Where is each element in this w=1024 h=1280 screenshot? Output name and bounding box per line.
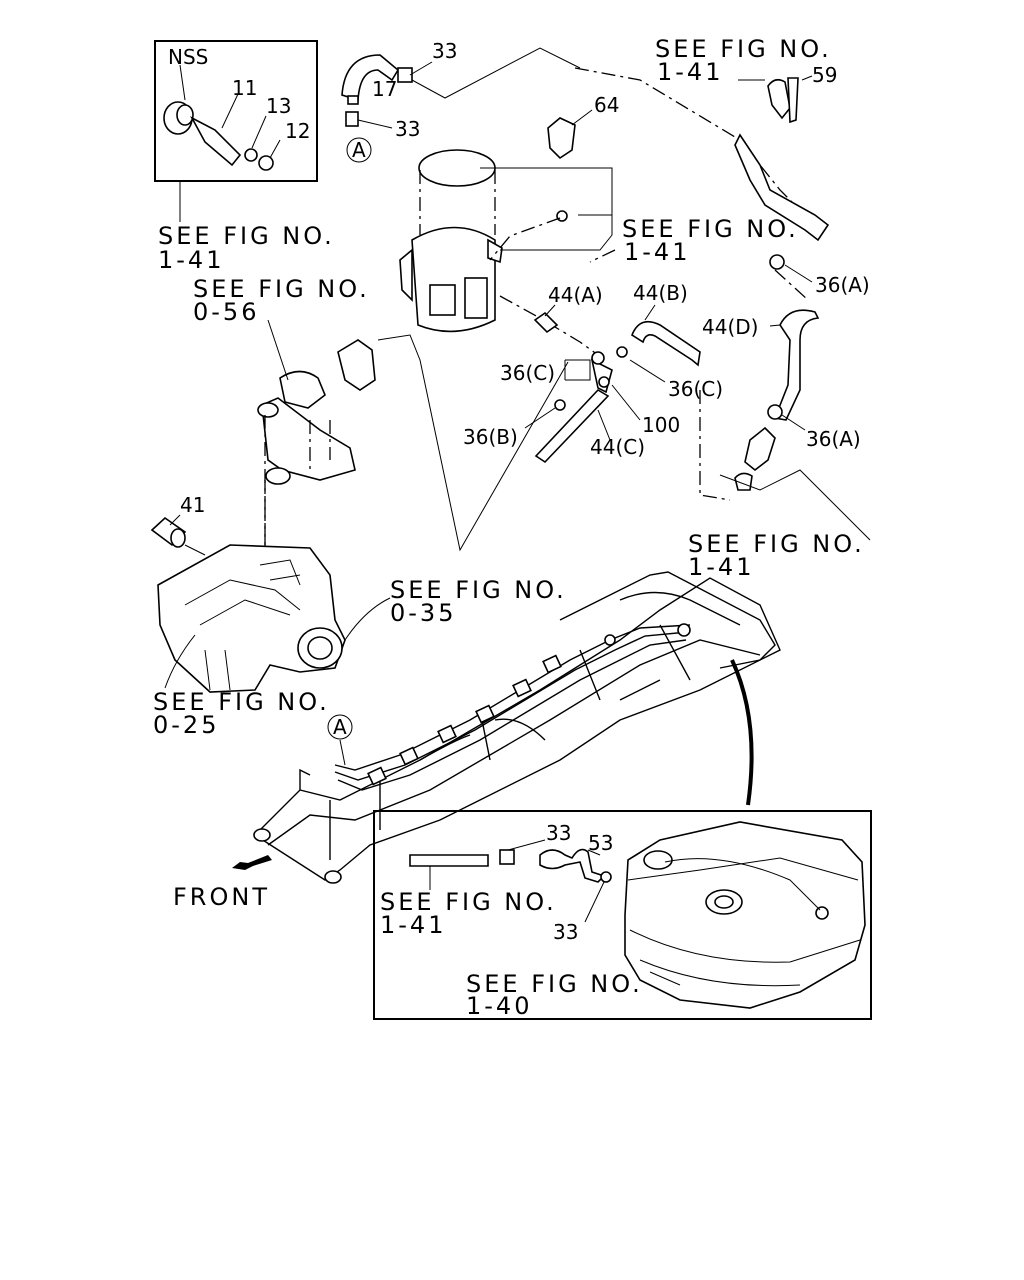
label-44d: 44(D) [702, 315, 758, 339]
hose-44a [533, 311, 559, 334]
inset-box-nss [154, 40, 318, 182]
ref-see-025: SEE FIG NO. [153, 688, 330, 716]
ref-num-top-right: 1-41 [657, 58, 723, 86]
label-13: 13 [266, 94, 291, 118]
label-36b: 36(B) [463, 425, 518, 449]
label-36a-bottom: 36(A) [806, 427, 861, 451]
bracket-59 [767, 77, 799, 124]
ref-num-tank-left: 1-41 [380, 911, 446, 939]
ref-num-inset: 1-41 [158, 246, 224, 274]
hose-17 [341, 54, 413, 127]
front-arrow-icon [232, 855, 272, 870]
label-12: 12 [285, 119, 310, 143]
ref-see-056: SEE FIG NO. [193, 275, 370, 303]
hose-44c [534, 388, 610, 464]
ref-see-top-right: SEE FIG NO. [655, 35, 832, 63]
label-64: 64 [594, 93, 619, 117]
ref-num-right-mid: 1-41 [688, 553, 754, 581]
ref-see-inset: SEE FIG NO. [158, 222, 335, 250]
ref-see-035: SEE FIG NO. [390, 576, 567, 604]
label-53: 53 [588, 831, 613, 855]
label-a-top: A [352, 138, 366, 162]
connector-right [734, 426, 776, 491]
label-36c-right: 36(C) [668, 377, 723, 401]
hose-44d [773, 309, 820, 421]
label-36c-left: 36(C) [500, 361, 555, 385]
label-44c: 44(C) [590, 435, 645, 459]
label-41: 41 [180, 493, 205, 517]
nss-valve-part [163, 101, 274, 171]
label-front: FRONT [173, 883, 270, 911]
clip-64 [547, 117, 576, 160]
label-11: 11 [232, 76, 257, 100]
fuel-lines-frame [334, 623, 691, 791]
label-44a: 44(A) [548, 283, 603, 307]
label-a-bottom: A [333, 715, 347, 739]
label-33-second: 33 [395, 117, 420, 141]
ref-num-056: 0-56 [193, 298, 259, 326]
ref-see-tank: SEE FIG NO. [466, 970, 643, 998]
ref-num-tank: 1-40 [466, 992, 532, 1020]
ref-num-025: 0-25 [153, 711, 219, 739]
label-33-tank-bottom: 33 [553, 920, 578, 944]
ref-num-canister: 1-41 [624, 238, 690, 266]
chassis-frame [253, 571, 781, 884]
label-33-top: 33 [432, 39, 457, 63]
pipe-41 [150, 516, 187, 548]
evap-canister [399, 149, 503, 333]
callout-a-top [346, 137, 372, 163]
label-nss: NSS [168, 45, 208, 69]
label-17: 17 [372, 77, 397, 101]
fuel-tank-inset [373, 810, 872, 1020]
label-59: 59 [812, 63, 837, 87]
ref-see-tank-left: SEE FIG NO. [380, 888, 557, 916]
intake-manifold [157, 544, 346, 693]
ref-num-035: 0-35 [390, 599, 456, 627]
ref-see-right-mid: SEE FIG NO. [688, 530, 865, 558]
ref-see-canister: SEE FIG NO. [622, 215, 799, 243]
hose-44b [631, 320, 701, 367]
solenoid-bracket [257, 339, 376, 485]
label-33-tank-top: 33 [546, 821, 571, 845]
label-44b: 44(B) [633, 281, 688, 305]
callout-a-bottom [327, 714, 353, 740]
label-100: 100 [642, 413, 680, 437]
tee-100 [590, 346, 628, 394]
label-36a-top: 36(A) [815, 273, 870, 297]
